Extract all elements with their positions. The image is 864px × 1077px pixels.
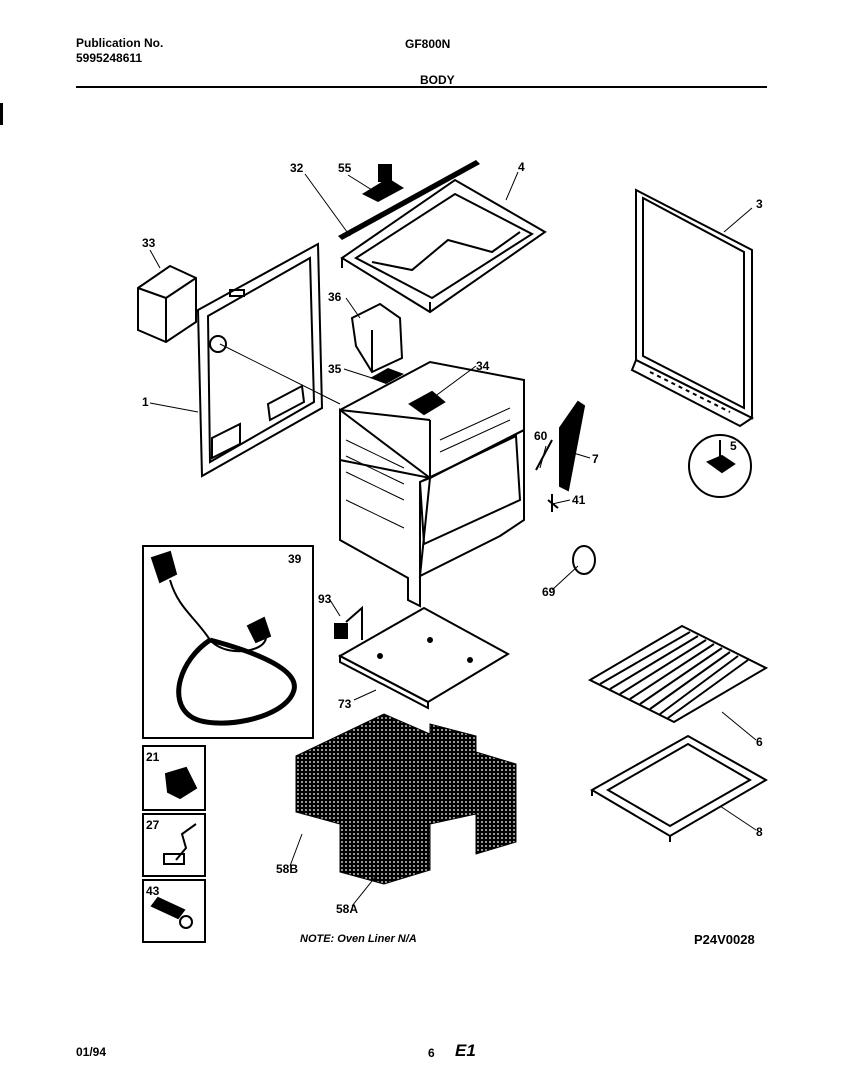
- part-cooktop-frame: [340, 178, 547, 314]
- callout-32: 32: [290, 161, 304, 175]
- section-title: BODY: [420, 73, 455, 87]
- callout-8: 8: [756, 825, 763, 839]
- part-21-box: [142, 745, 206, 811]
- part-junction-box: [137, 264, 197, 344]
- footer-page: 6: [428, 1046, 435, 1060]
- callout-6: 6: [756, 735, 763, 749]
- part-side-panel: [196, 242, 341, 478]
- oven-liner-note: NOTE: Oven Liner N/A: [300, 933, 417, 945]
- publication-number: 5995248611: [76, 51, 143, 65]
- part-43-box: [142, 879, 206, 943]
- part-69: [572, 545, 596, 575]
- callout-1: 1: [142, 395, 149, 409]
- callout-36: 36: [328, 290, 342, 304]
- callout-7: 7: [592, 452, 599, 466]
- callout-5: 5: [730, 439, 737, 453]
- callout-69: 69: [542, 585, 556, 599]
- part-36: [350, 302, 404, 374]
- callout-41: 41: [572, 493, 586, 507]
- footer-mark: E1: [455, 1041, 476, 1060]
- callout-58A: 58A: [336, 902, 358, 916]
- callout-60: 60: [534, 429, 548, 443]
- callout-39: 39: [288, 552, 302, 566]
- publication-label: Publication No.: [76, 36, 164, 50]
- header-rule: [76, 86, 767, 88]
- callout-4: 4: [518, 160, 525, 174]
- part-oven-rack: [587, 624, 769, 724]
- part-insulation: [295, 713, 517, 885]
- leader-lines: [149, 171, 757, 907]
- callout-3: 3: [756, 197, 763, 211]
- model-number: GF800N: [405, 37, 451, 51]
- diagram-code: P24V0028: [694, 932, 755, 947]
- callout-labels: 32 55 4 3 33 36 35 34 1 60 7 5 41 69 39 …: [142, 160, 763, 916]
- part-strip: [338, 160, 480, 240]
- callout-93: 93: [318, 592, 332, 606]
- part-power-cord: [142, 545, 314, 739]
- part-broiler-pan: [589, 734, 769, 842]
- part-back-panel: [630, 188, 754, 428]
- part-27-box: [142, 813, 206, 877]
- part-55: [362, 164, 404, 202]
- callout-58B: 58B: [276, 862, 298, 876]
- margin-mark: [0, 103, 3, 125]
- callout-33: 33: [142, 236, 156, 250]
- callout-55: 55: [338, 161, 352, 175]
- part-leveling-leg: [688, 434, 752, 498]
- part-93: [334, 605, 363, 640]
- callout-35: 35: [328, 362, 342, 376]
- part-oven-body: [339, 360, 525, 608]
- callout-21: 21: [146, 750, 160, 764]
- part-bottom-panel: [337, 606, 511, 710]
- callout-73: 73: [338, 697, 352, 711]
- part-35: [370, 368, 404, 384]
- callout-27: 27: [146, 818, 160, 832]
- callout-43: 43: [146, 884, 160, 898]
- footer-date: 01/94: [76, 1045, 107, 1059]
- callout-34: 34: [476, 359, 490, 373]
